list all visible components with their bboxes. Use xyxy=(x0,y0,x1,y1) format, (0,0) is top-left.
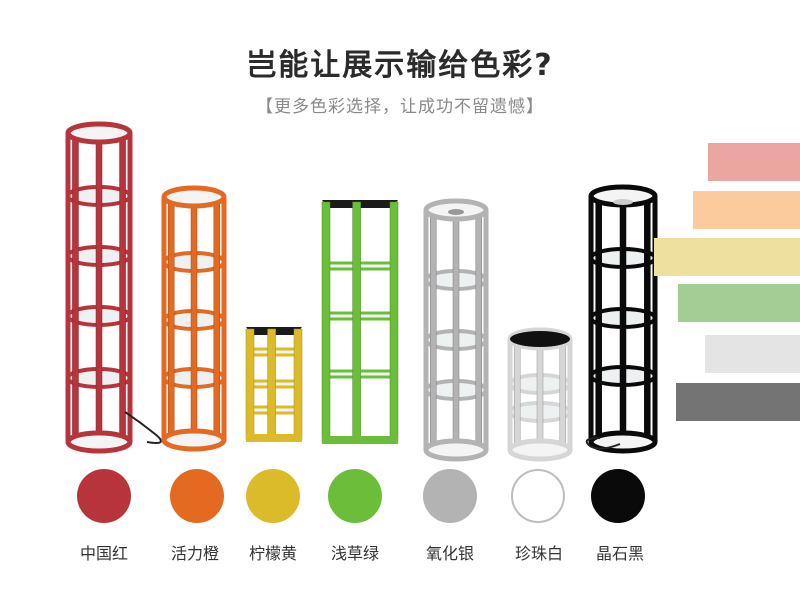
swatch-bar-green xyxy=(678,284,800,322)
tower-green-post xyxy=(352,201,361,443)
tower-orange-post xyxy=(167,196,175,441)
tower-green-post xyxy=(389,201,399,443)
color-dot-silver[interactable] xyxy=(423,469,477,523)
color-dot-white[interactable] xyxy=(511,469,565,523)
tower-red-top xyxy=(65,121,133,145)
tower-red-post xyxy=(119,132,126,443)
tower-orange-top xyxy=(161,185,227,209)
color-dot-orange[interactable] xyxy=(170,469,224,523)
tower-yellow-post xyxy=(267,328,276,441)
tower-white-base xyxy=(507,438,573,462)
color-label-yellow: 柠檬黄 xyxy=(248,544,297,563)
tower-yellow-base xyxy=(246,434,302,442)
swatch-bar-light-gray xyxy=(705,335,800,373)
tower-silver-post xyxy=(429,209,437,451)
tower-silver-base xyxy=(423,438,489,462)
tower-white-top xyxy=(510,331,570,347)
swatch-bar-peach xyxy=(693,191,800,229)
tower-white-post xyxy=(536,338,544,451)
color-dot-black[interactable] xyxy=(591,469,645,523)
tower-yellow-post xyxy=(293,328,303,441)
color-dot-red[interactable] xyxy=(77,469,131,523)
tower-black-post xyxy=(619,195,627,443)
tower-black-cable xyxy=(585,437,621,450)
tower-red-cable xyxy=(124,411,162,444)
color-label-green: 浅草绿 xyxy=(330,544,379,563)
color-label-orange: 活力橙 xyxy=(170,544,219,563)
swatch-bar-pink xyxy=(708,143,800,181)
page-subtitle: 【更多色彩选择，让成功不留遗憾】 xyxy=(256,97,544,117)
page-title: 岂能让展示输给色彩? xyxy=(246,48,554,83)
color-dot-yellow[interactable] xyxy=(246,469,300,523)
tower-green-base xyxy=(322,436,398,444)
tower-silver-post xyxy=(452,209,460,451)
color-label-black: 晶石黑 xyxy=(595,544,644,563)
swatch-bar-cream xyxy=(654,238,800,276)
tower-black-post xyxy=(595,195,602,443)
tower-orange-base xyxy=(161,428,227,452)
color-dot-green[interactable] xyxy=(328,469,382,523)
color-label-silver: 氧化银 xyxy=(425,544,474,563)
tower-green-post xyxy=(321,201,331,443)
color-label-red: 中国红 xyxy=(79,544,128,563)
swatch-bar-dark-gray xyxy=(676,383,800,421)
tower-white-post xyxy=(559,338,567,451)
tower-orange-post xyxy=(213,196,221,441)
tower-white-post xyxy=(513,338,521,451)
tower-red-base xyxy=(65,430,133,454)
tower-red-post xyxy=(95,132,103,443)
tower-silver-light xyxy=(448,209,464,215)
tower-black-post xyxy=(644,195,651,443)
color-label-white: 珍珠白 xyxy=(514,544,563,563)
tower-red-post xyxy=(72,132,79,443)
tower-silver-post xyxy=(475,209,483,451)
tower-black-light xyxy=(613,199,633,205)
tower-yellow-post xyxy=(245,328,255,441)
tower-orange-post xyxy=(190,196,198,441)
